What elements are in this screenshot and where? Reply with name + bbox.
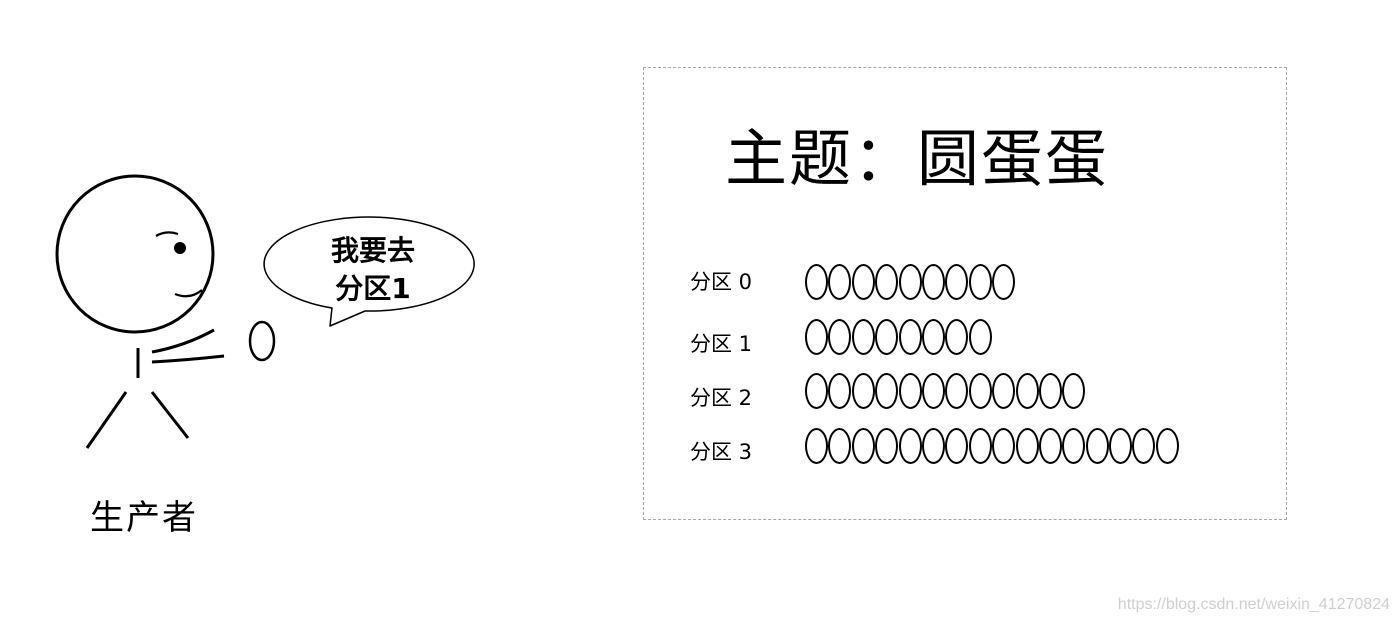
egg (828, 373, 852, 409)
egg (921, 319, 945, 355)
egg (945, 373, 969, 409)
egg (945, 319, 969, 355)
egg (1109, 428, 1133, 464)
watermark: https://blog.csdn.net/weixin_41270824 (1117, 596, 1390, 613)
stickman-mouth (174, 289, 203, 298)
stickman-leg-right (150, 391, 190, 439)
partition-label-1: 分区 1 (690, 332, 753, 356)
egg (968, 264, 992, 300)
egg (968, 319, 992, 355)
egg (1132, 428, 1156, 464)
speech-line-1: 我要去 (330, 234, 415, 267)
held-egg (248, 320, 276, 362)
egg (1155, 428, 1179, 464)
producer-caption: 生产者 (90, 498, 198, 538)
egg (945, 264, 969, 300)
partition-row-1 (805, 317, 992, 357)
speech-line-2: 分区1 (335, 272, 411, 305)
egg (1015, 373, 1039, 409)
egg (1015, 428, 1039, 464)
stickman-eyebrow (155, 231, 179, 237)
partition-row-2 (805, 371, 1086, 411)
partition-label-2: 分区 2 (690, 386, 753, 410)
speech-bubble (263, 216, 475, 327)
egg (875, 373, 899, 409)
egg (805, 428, 828, 464)
egg (828, 319, 852, 355)
egg (921, 373, 945, 409)
stickman-head (55, 174, 215, 334)
stickman-arm-lower (151, 354, 225, 364)
egg (851, 373, 875, 409)
egg (992, 373, 1016, 409)
egg (921, 428, 945, 464)
egg (1038, 428, 1062, 464)
egg (1062, 373, 1086, 409)
stickman-arm-upper (151, 328, 215, 354)
egg (851, 428, 875, 464)
egg (898, 264, 922, 300)
egg (805, 264, 828, 300)
egg (1062, 428, 1086, 464)
speech-text: 我要去 分区1 (318, 232, 428, 308)
egg (898, 373, 922, 409)
stickman-eye (174, 242, 186, 254)
egg (945, 428, 969, 464)
egg (968, 428, 992, 464)
egg (992, 428, 1016, 464)
egg (828, 428, 852, 464)
partition-row-3 (805, 426, 1179, 466)
partition-row-0 (805, 262, 1016, 302)
egg (992, 264, 1016, 300)
egg (875, 319, 899, 355)
egg (828, 264, 852, 300)
egg (805, 373, 828, 409)
partition-label-3: 分区 3 (690, 440, 753, 464)
topic-box (643, 67, 1287, 520)
partition-label-0: 分区 0 (690, 270, 753, 294)
egg (968, 373, 992, 409)
egg (1085, 428, 1109, 464)
egg (875, 264, 899, 300)
egg (805, 319, 828, 355)
egg (851, 264, 875, 300)
topic-title: 主题：圆蛋蛋 (725, 122, 1110, 195)
stickman-leg-left (85, 391, 128, 449)
egg (921, 264, 945, 300)
egg (875, 428, 899, 464)
egg (851, 319, 875, 355)
egg (1038, 373, 1062, 409)
egg (898, 428, 922, 464)
egg (898, 319, 922, 355)
